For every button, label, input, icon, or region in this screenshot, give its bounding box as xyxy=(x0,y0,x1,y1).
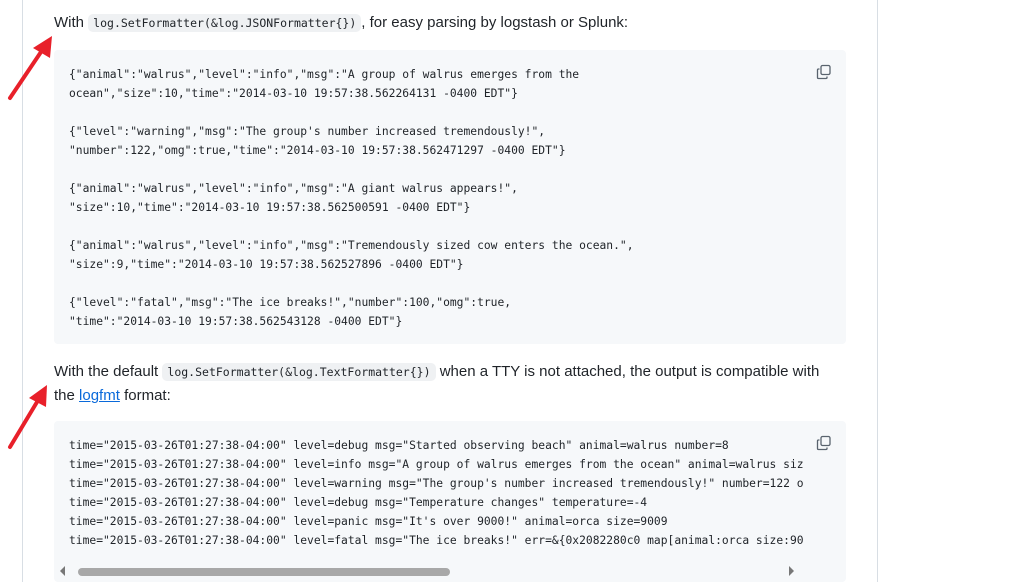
para-text: With the default xyxy=(54,363,159,380)
code-line: time="2015-03-26T01:27:38-04:00" level=w… xyxy=(69,477,804,490)
inline-code: log.SetFormatter(&log.TextFormatter{}) xyxy=(162,363,436,381)
code-line: "number":122,"omg":true,"time":"2014-03-… xyxy=(69,144,566,157)
code-line: {"animal":"walrus","level":"info","msg":… xyxy=(69,182,518,195)
code-line xyxy=(69,274,846,293)
code-line: "time":"2014-03-10 19:57:38.562543128 -0… xyxy=(69,315,403,328)
scroll-left-arrow-icon[interactable] xyxy=(60,566,65,576)
text-code-block: time="2015-03-26T01:27:38-04:00" level=d… xyxy=(54,421,846,582)
code-content: time="2015-03-26T01:27:38-04:00" level=d… xyxy=(69,436,804,550)
code-line xyxy=(69,217,846,236)
para-text: , for easy parsing by logstash or Splunk… xyxy=(361,14,629,31)
scrollbar-thumb[interactable] xyxy=(78,568,450,576)
json-formatter-paragraph: With log.SetFormatter(&log.JSONFormatter… xyxy=(54,11,854,35)
json-code-block: {"animal":"walrus","level":"info","msg":… xyxy=(54,50,846,344)
para-text: format: xyxy=(124,387,171,404)
copy-icon[interactable] xyxy=(816,435,832,451)
logfmt-link[interactable]: logfmt xyxy=(79,387,120,404)
para-text: when a TTY is not attached, the output i… xyxy=(54,363,820,404)
code-line xyxy=(69,103,846,122)
code-line xyxy=(69,160,846,179)
inline-code: log.SetFormatter(&log.JSONFormatter{}) xyxy=(88,14,362,32)
code-line: time="2015-03-26T01:27:38-04:00" level=f… xyxy=(69,534,804,547)
content-left-border xyxy=(22,0,23,582)
code-line: {"animal":"walrus","level":"info","msg":… xyxy=(69,239,634,252)
code-line: time="2015-03-26T01:27:38-04:00" level=i… xyxy=(69,458,804,471)
code-line: {"animal":"walrus","level":"info","msg":… xyxy=(69,68,580,81)
red-arrow-annotation-icon xyxy=(8,385,47,449)
code-line: {"level":"fatal","msg":"The ice breaks!"… xyxy=(69,296,512,309)
content-right-border xyxy=(877,0,878,582)
scroll-right-arrow-icon[interactable] xyxy=(789,566,794,576)
code-line: time="2015-03-26T01:27:38-04:00" level=d… xyxy=(69,439,729,452)
code-line: time="2015-03-26T01:27:38-04:00" level=p… xyxy=(69,515,668,528)
code-line: "size":10,"time":"2014-03-10 19:57:38.56… xyxy=(69,201,471,214)
code-line: time="2015-03-26T01:27:38-04:00" level=d… xyxy=(69,496,648,509)
horizontal-scrollbar[interactable] xyxy=(54,560,846,582)
code-line: ocean","size":10,"time":"2014-03-10 19:5… xyxy=(69,87,518,100)
code-content: {"animal":"walrus","level":"info","msg":… xyxy=(54,50,846,331)
para-text: With xyxy=(54,14,84,31)
red-arrow-annotation-icon xyxy=(8,36,52,100)
copy-icon[interactable] xyxy=(816,64,832,80)
code-line: "size":9,"time":"2014-03-10 19:57:38.562… xyxy=(69,258,464,271)
code-line: {"level":"warning","msg":"The group's nu… xyxy=(69,125,546,138)
text-formatter-paragraph: With the default log.SetFormatter(&log.T… xyxy=(54,360,844,408)
